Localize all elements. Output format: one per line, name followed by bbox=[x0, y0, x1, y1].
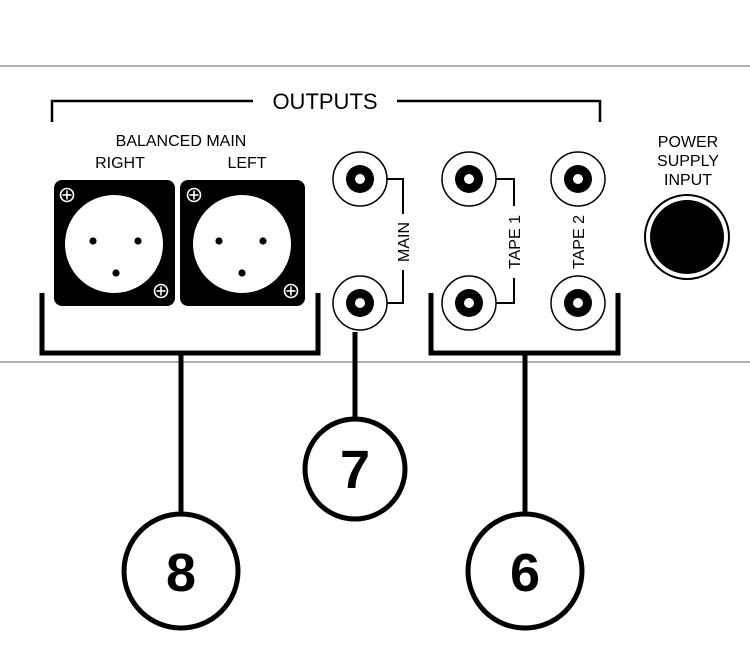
rca-tape1-top-jack[interactable] bbox=[441, 151, 497, 207]
main-pair-bracket-top bbox=[387, 178, 404, 214]
screw-icon bbox=[153, 283, 169, 299]
rca-tape1-label: TAPE 1 bbox=[507, 215, 524, 269]
callout-6: 6 bbox=[465, 511, 585, 631]
outputs-bracket: OUTPUTS bbox=[50, 89, 602, 122]
callout-8-number: 8 bbox=[166, 543, 196, 603]
rca-tape2-label: TAPE 2 bbox=[571, 215, 588, 269]
callout-6-number: 6 bbox=[510, 543, 540, 603]
rca-tape2-top-jack[interactable] bbox=[550, 151, 606, 207]
rca-main-bottom-jack[interactable] bbox=[332, 275, 388, 331]
tape1-pair-bracket-bottom bbox=[496, 278, 515, 304]
xlr-left-connector[interactable] bbox=[180, 180, 305, 306]
power-supply-input-jack[interactable] bbox=[644, 194, 730, 280]
power-label-line1: POWER bbox=[658, 134, 718, 151]
screw-icon bbox=[283, 283, 299, 299]
rca-tape1-bottom-jack[interactable] bbox=[441, 275, 497, 331]
balanced-right-label: RIGHT bbox=[95, 155, 145, 172]
screw-icon bbox=[59, 187, 75, 203]
balanced-left-label: LEFT bbox=[227, 155, 266, 172]
main-pair-bracket-bottom bbox=[387, 270, 404, 304]
rca-tape2-bottom-jack[interactable] bbox=[550, 275, 606, 331]
rca-main-label: MAIN bbox=[396, 222, 413, 262]
power-label-line2: SUPPLY bbox=[657, 153, 719, 170]
power-label-line3: INPUT bbox=[664, 172, 712, 189]
screw-icon bbox=[186, 187, 202, 203]
callout-8: 8 bbox=[121, 511, 241, 631]
rca-main-top-jack[interactable] bbox=[332, 151, 388, 207]
xlr-right-connector[interactable] bbox=[54, 180, 175, 306]
callout-7-number: 7 bbox=[340, 440, 370, 500]
tape1-pair-bracket-top bbox=[496, 178, 515, 206]
callout-7: 7 bbox=[302, 416, 408, 522]
balanced-main-heading: BALANCED MAIN bbox=[116, 133, 247, 150]
outputs-heading: OUTPUTS bbox=[272, 89, 377, 114]
